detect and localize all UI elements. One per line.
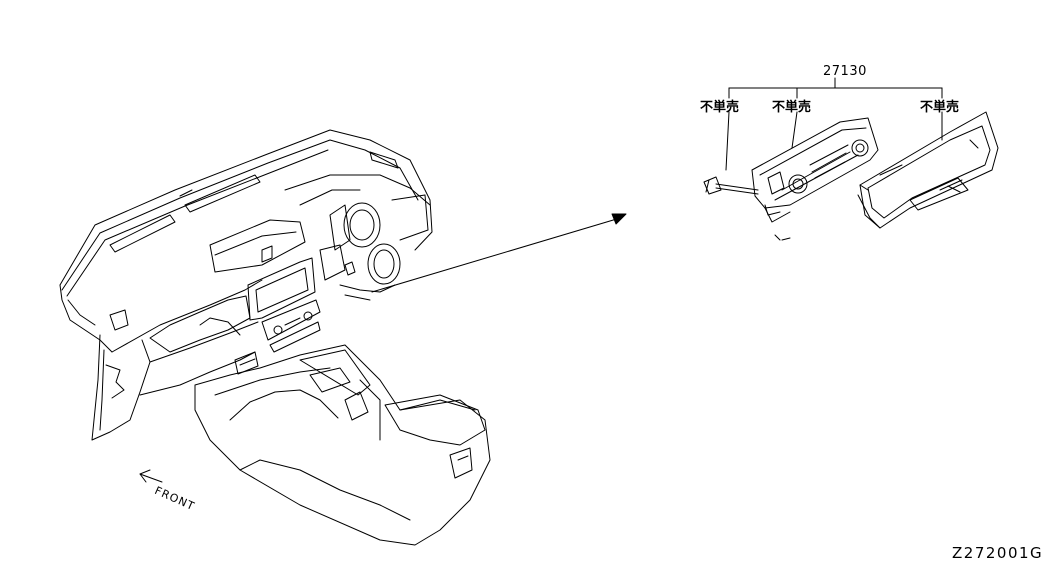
finisher-panel <box>858 112 998 228</box>
callout-tree <box>726 78 942 170</box>
climate-control-unit <box>752 118 878 240</box>
dashboard-assembly <box>60 130 490 545</box>
not-sold-separately-label: 不単売 <box>700 100 740 115</box>
front-arrow <box>140 470 162 482</box>
not-sold-separately-label: 不単売 <box>920 100 960 115</box>
leader-arrow <box>372 214 626 292</box>
not-sold-separately-label: 不単売 <box>772 100 812 115</box>
diagram-code: Z272001G <box>952 544 1044 562</box>
part-number-label: 27130 <box>823 64 867 79</box>
screw-part <box>704 177 758 194</box>
